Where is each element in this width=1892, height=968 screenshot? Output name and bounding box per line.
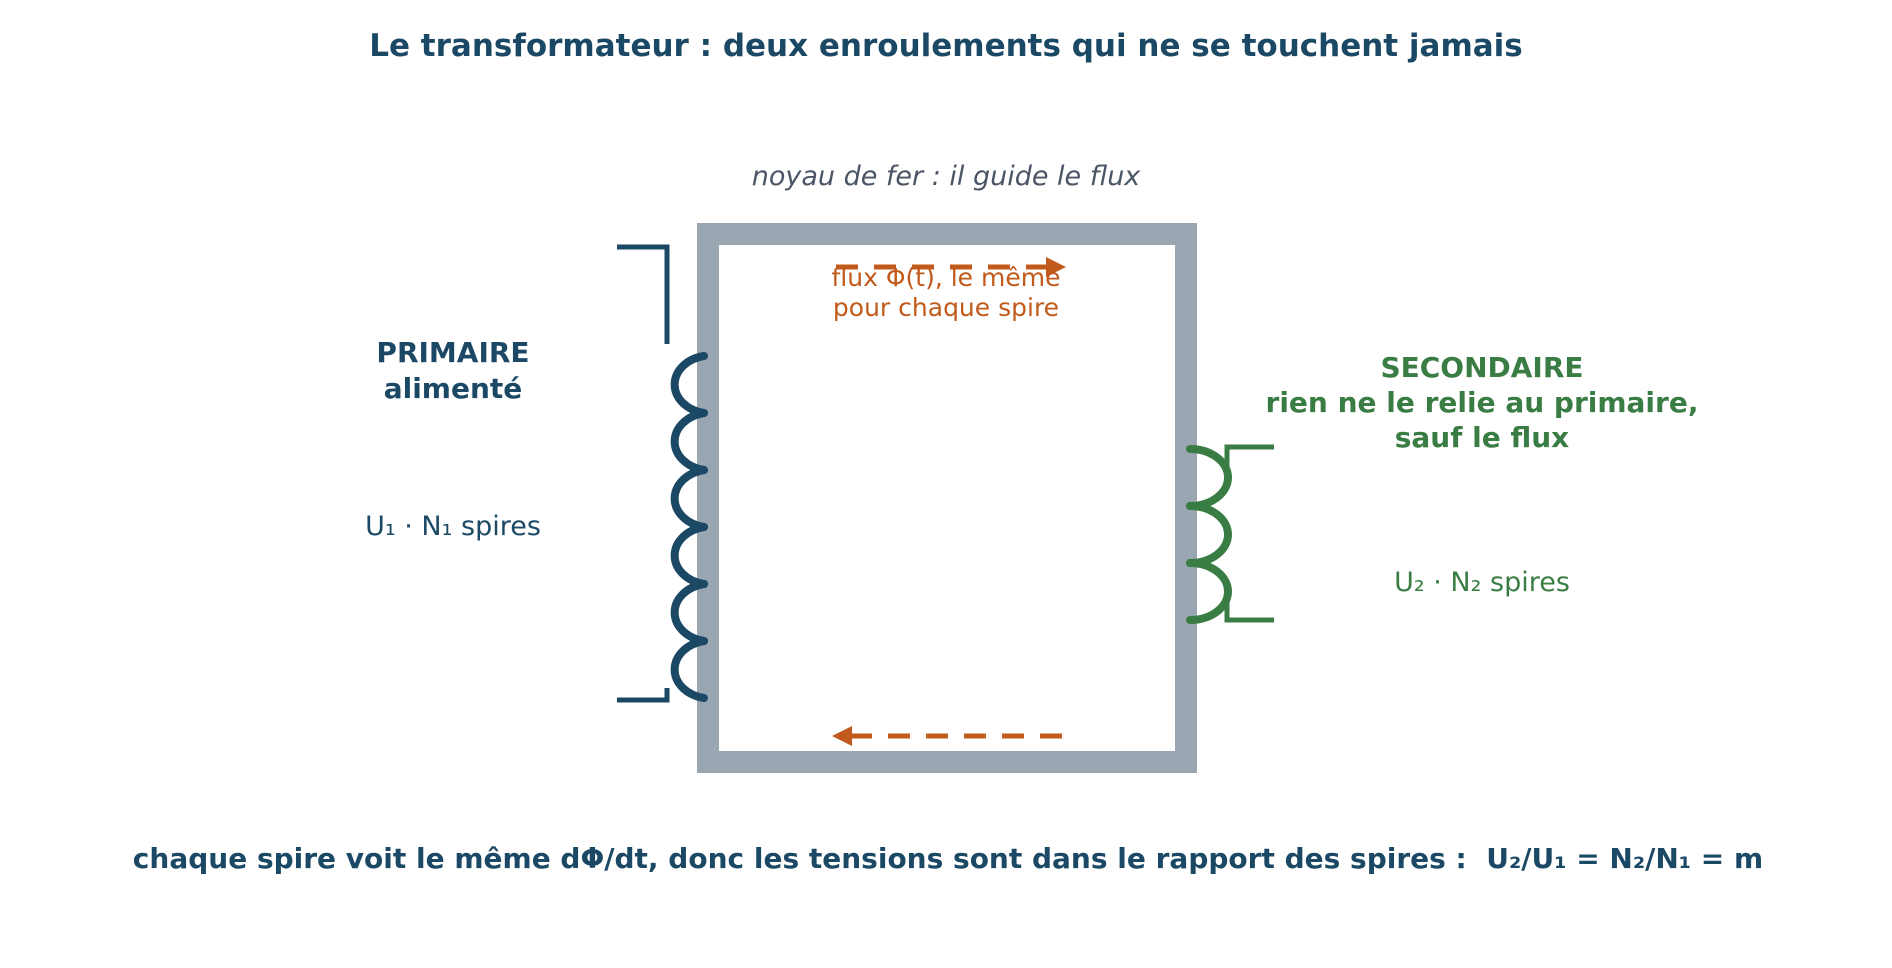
primary-winding xyxy=(670,352,708,702)
secondary-lead-top xyxy=(1224,444,1274,470)
secondary-title-line3: sauf le flux xyxy=(1395,421,1570,454)
primary-lead-bottom xyxy=(617,688,670,703)
primary-turn xyxy=(670,580,708,645)
primary-turns-label: U₁ · N₁ spires xyxy=(365,511,541,542)
primary-turn xyxy=(670,523,708,588)
secondary-turn xyxy=(1186,502,1232,567)
secondary-title-line1: SECONDAIRE xyxy=(1380,351,1583,384)
diagram-title: Le transformateur : deux enroulements qu… xyxy=(369,28,1523,64)
footer-equation: chaque spire voit le même dΦ/dt, donc le… xyxy=(133,842,1763,875)
primary-turn xyxy=(670,637,708,702)
secondary-turn xyxy=(1186,559,1232,624)
secondary-winding xyxy=(1186,445,1232,624)
primary-turn xyxy=(670,466,708,531)
primary-title-line1: PRIMAIRE xyxy=(376,336,529,369)
secondary-turn xyxy=(1186,445,1232,510)
flux-label-line1: flux Φ(t), le même xyxy=(832,263,1061,292)
flux-label-line2: pour chaque spire xyxy=(833,293,1059,322)
iron-core xyxy=(697,223,1197,773)
primary-lead-top xyxy=(617,244,670,344)
secondary-title-line2: rien ne le relie au primaire, xyxy=(1266,386,1699,419)
primary-turn xyxy=(670,352,708,417)
primary-turn xyxy=(670,409,708,474)
core-label: noyau de fer : il guide le flux xyxy=(752,161,1142,192)
secondary-lead-bottom xyxy=(1224,597,1274,623)
primary-title-line2: alimenté xyxy=(384,372,523,405)
secondary-turns-label: U₂ · N₂ spires xyxy=(1394,567,1570,598)
